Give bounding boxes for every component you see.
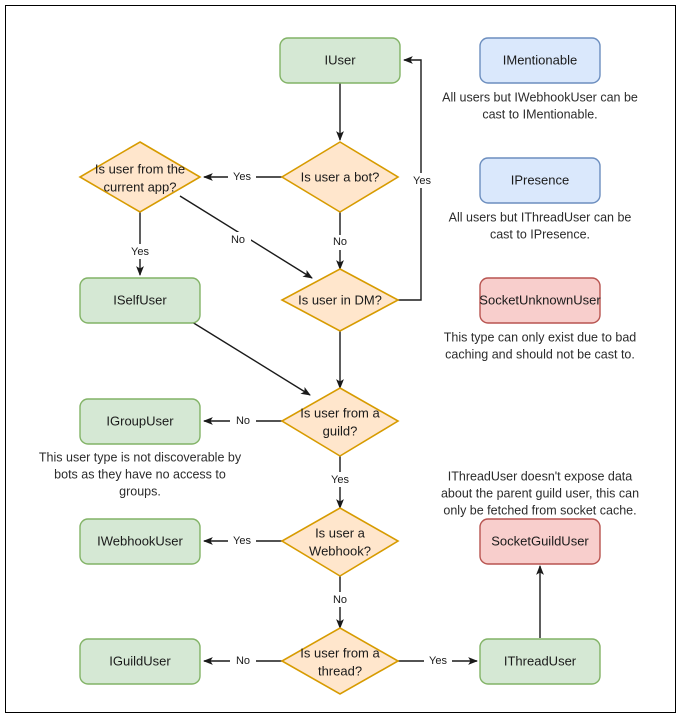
edge-label-bg [228, 533, 256, 548]
node-iguilduser[interactable]: IGuildUser [79, 638, 201, 685]
node-imentionable[interactable]: IMentionable [479, 37, 601, 84]
edge-label-bg [326, 472, 354, 487]
node-is-user-from-a-thread-label-line2: thread? [318, 663, 362, 678]
node-is-user-from-a-guild[interactable]: Is user from a guild? [280, 387, 400, 457]
edge-label-thread-no: No [236, 655, 250, 667]
edge-label-bg [225, 232, 251, 247]
note-ipresence-line2: cast to IPresence. [490, 227, 590, 241]
edge-label-dm-yes: Yes [413, 175, 431, 187]
node-iuser-label: IUser [324, 52, 356, 67]
node-imentionable-label: IMentionable [503, 52, 577, 67]
node-is-user-a-bot[interactable]: Is user a bot? [280, 141, 400, 213]
node-is-user-in-dm-label: Is user in DM? [298, 292, 382, 307]
node-ithreaduser[interactable]: IThreadUser [479, 638, 601, 685]
note-ithreaduser-line2: about the parent guild user, this can [441, 486, 639, 500]
node-is-user-a-webhook-label-line2: Webhook? [309, 543, 371, 558]
node-socketunknownuser[interactable]: SocketUnknownUser [479, 277, 601, 324]
node-iselfuser-label: ISelfUser [113, 292, 167, 307]
edge-label-bg [230, 653, 256, 668]
edge-label-app-no: No [231, 234, 245, 246]
node-iselfuser[interactable]: ISelfUser [79, 277, 201, 324]
node-iwebhookuser[interactable]: IWebhookUser [79, 518, 201, 565]
edge-label-bg [327, 592, 353, 607]
note-socketunknownuser-line1: This type can only exist due to bad [444, 330, 637, 344]
node-igroupuser[interactable]: IGroupUser [79, 398, 201, 445]
edge-iselfuser-to-isguild [191, 321, 311, 396]
node-is-user-from-a-thread[interactable]: Is user from a thread? [280, 627, 400, 695]
edge-label-guild-yes: Yes [331, 474, 349, 486]
node-is-user-from-a-guild-label-line2: guild? [323, 423, 358, 438]
note-ithreaduser-line3: only be fetched from socket cache. [443, 503, 636, 517]
edge-label-bg [126, 244, 154, 259]
edge-label-bg [408, 173, 436, 188]
edge-label-bg [424, 653, 452, 668]
node-is-user-from-current-app-label-line1: Is user from the [95, 161, 185, 176]
note-igroupuser-line2: bots as they have no access to [54, 467, 226, 481]
note-socketunknownuser-line2: caching and should not be cast to. [445, 347, 635, 361]
node-ipresence-label: IPresence [511, 172, 570, 187]
note-ithreaduser-line1: IThreadUser doesn't expose data [448, 469, 632, 483]
edge-label-guild-no: No [236, 415, 250, 427]
node-is-user-from-current-app-label-line2: current app? [104, 179, 177, 194]
note-imentionable-line1: All users but IWebhookUser can be [442, 90, 638, 104]
node-ipresence[interactable]: IPresence [479, 157, 601, 204]
edge-label-bg [230, 413, 256, 428]
node-is-user-in-dm[interactable]: Is user in DM? [280, 268, 400, 332]
node-socketguilduser[interactable]: SocketGuildUser [479, 518, 601, 565]
node-is-user-a-bot-label: Is user a bot? [301, 169, 380, 184]
edge-label-bot-yes: Yes [233, 171, 251, 183]
edge-label-bg [228, 169, 256, 184]
note-igroupuser-line3: groups. [119, 484, 161, 498]
node-igroupuser-label: IGroupUser [106, 413, 174, 428]
edge-label-app-yes: Yes [131, 246, 149, 258]
node-iguilduser-label: IGuildUser [109, 653, 171, 668]
node-is-user-from-a-thread-label-line1: Is user from a [300, 645, 380, 660]
node-is-user-a-webhook[interactable]: Is user a Webhook? [280, 507, 400, 577]
node-is-user-a-webhook-label-line1: Is user a [315, 525, 366, 540]
note-igroupuser-line1: This user type is not discoverable by [39, 450, 242, 464]
diagram-frame-border [5, 5, 676, 713]
note-ipresence-line1: All users but IThreadUser can be [449, 210, 632, 224]
edge-label-webhook-yes: Yes [233, 535, 251, 547]
edge-label-webhook-no: No [333, 594, 347, 606]
node-socketguilduser-label: SocketGuildUser [491, 533, 589, 548]
node-is-user-from-current-app[interactable]: Is user from the current app? [78, 141, 202, 213]
node-iuser[interactable]: IUser [279, 37, 401, 84]
node-iwebhookuser-label: IWebhookUser [97, 533, 183, 548]
note-imentionable-line2: cast to IMentionable. [482, 107, 597, 121]
edge-label-bot-no: No [333, 236, 347, 248]
node-ithreaduser-label: IThreadUser [504, 653, 577, 668]
node-socketunknownuser-label: SocketUnknownUser [479, 292, 601, 307]
edge-label-bg [327, 235, 353, 250]
edge-label-thread-yes: Yes [429, 655, 447, 667]
node-is-user-from-a-guild-label-line1: Is user from a [300, 405, 380, 420]
